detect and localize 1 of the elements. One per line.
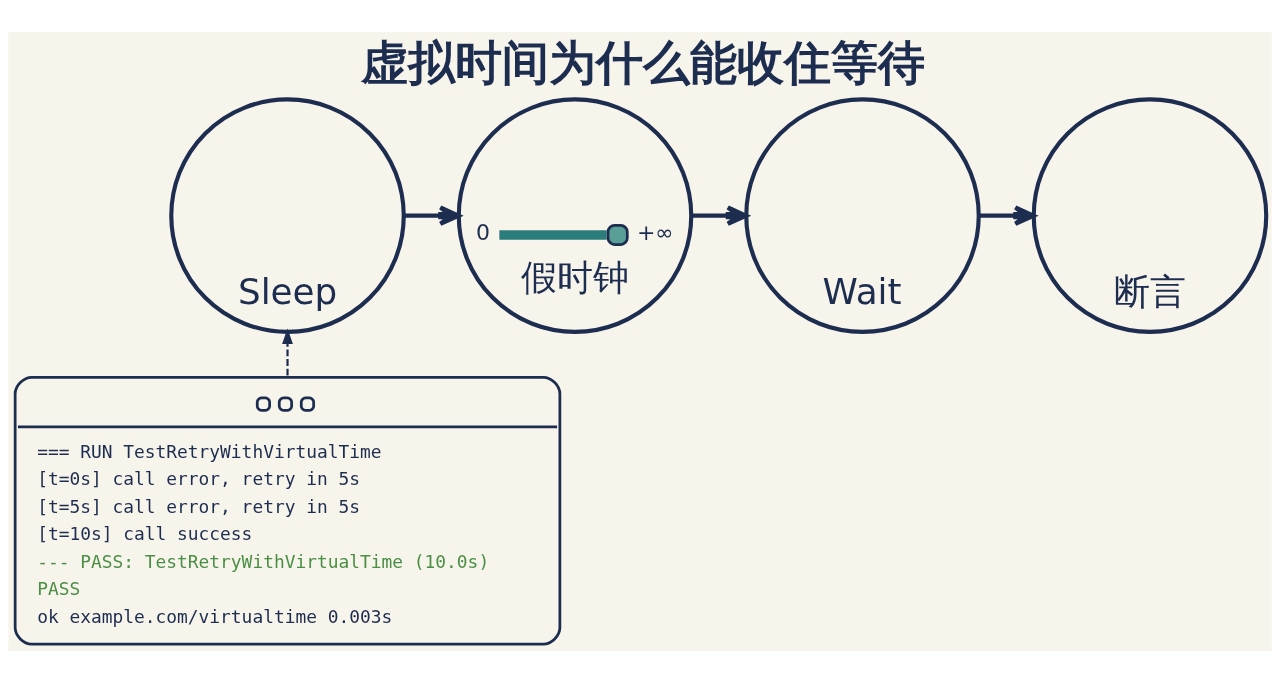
- diagram-title: 虚拟时间为什么能收住等待: [360, 36, 925, 91]
